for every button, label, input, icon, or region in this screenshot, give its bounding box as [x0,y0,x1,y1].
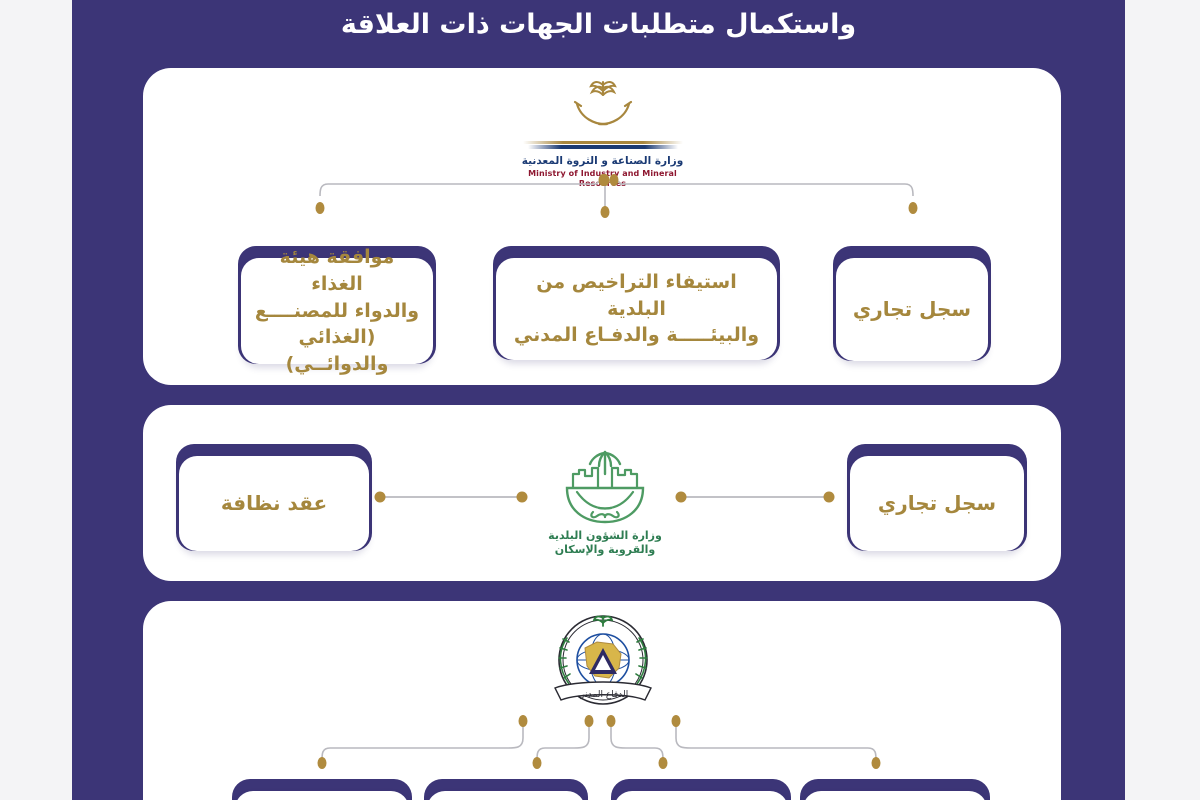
node-label: موافقة هيئة الغذاء والدواء للمصنــــع (ا… [254,245,420,376]
logo-caption-english: Ministry of Industry and Mineral Resourc… [528,169,677,189]
node-civil-defense-4[interactable] [800,779,990,800]
node-label: عقد نظافة [220,491,328,516]
node-card [614,791,788,800]
node-label: سجل تجاري [852,297,972,322]
node-commercial-registration-industry[interactable]: سجل تجاري [833,246,991,361]
node-card: سجل تجاري [850,456,1024,551]
civil-defense-emblem-icon: الدفاع المدني [553,615,652,705]
civil-defense-banner-text: الدفاع المدني [577,690,627,700]
node-civil-defense-2[interactable] [424,779,588,800]
node-fda-approval[interactable]: موافقة هيئة الغذاء والدواء للمصنــــع (ا… [238,246,436,375]
node-card [235,791,409,800]
node-civil-defense-1[interactable] [232,779,412,800]
node-label: سجل تجاري [877,491,997,516]
node-card: موافقة هيئة الغذاء والدواء للمصنــــع (ا… [241,246,433,375]
logo-caption-arabic: وزارة الصناعة و الثروة المعدنية [521,155,684,167]
node-cleaning-contract[interactable]: عقد نظافة [176,444,372,551]
node-card: سجل تجاري [836,258,988,361]
node-card [427,791,585,800]
node-commercial-registration-momra[interactable]: سجل تجاري [847,444,1027,551]
ministry-of-industry-and-mineral-resources-logo: وزارة الصناعة و الثروة المعدنية Ministry… [505,78,700,189]
blue-divider-rule [527,145,678,149]
ministry-of-municipal-rural-affairs-and-housing-logo: وزارة الشؤون البلدية والقروية والإسكان [540,448,670,557]
node-card: عقد نظافة [179,456,369,551]
gold-divider-rule [522,141,683,144]
civil-defense-logo: الدفاع المدني [545,608,660,708]
saudi-emblem-icon [573,81,632,126]
node-card: استيفاء التراخيص من البلدية والبيئـــــة… [496,258,777,360]
momra-emblem-icon [565,450,645,524]
node-municipal-environment-civil-defense-licenses[interactable]: استيفاء التراخيص من البلدية والبيئـــــة… [493,246,780,360]
node-label: استيفاء التراخيص من البلدية والبيئـــــة… [513,270,760,347]
logo-caption-arabic: وزارة الشؤون البلدية والقروية والإسكان [548,529,662,556]
node-civil-defense-3[interactable] [611,779,791,800]
node-card [803,791,987,800]
page-title: واستكمال متطلبات الجهات ذات العلاقة [340,8,857,40]
